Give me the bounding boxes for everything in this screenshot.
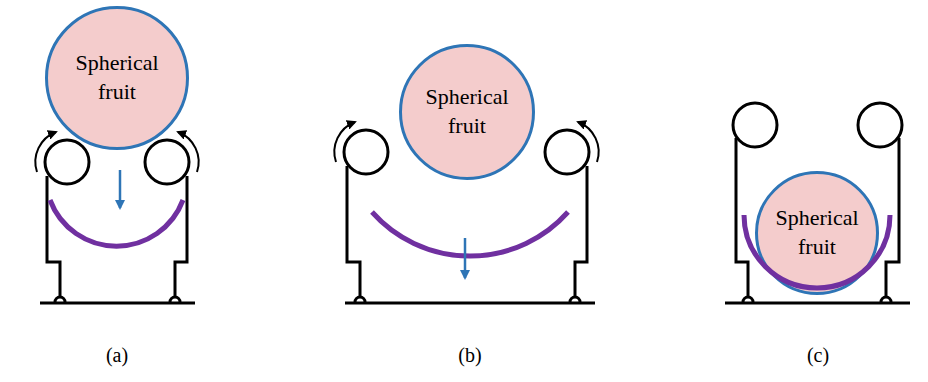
rotation-arrow (578, 122, 599, 162)
fruit-circle: Spherical fruit (399, 44, 535, 180)
pivot (170, 297, 180, 302)
finger-link (175, 176, 187, 297)
text-wrap: Spherical fruit (45, 6, 189, 150)
fruit-label: Spherical fruit (67, 49, 167, 106)
soft-palm (372, 212, 568, 256)
rotation-arrow (178, 132, 199, 172)
fruit-outline (399, 44, 535, 180)
fruit-shape (401, 46, 534, 179)
text-wrap: Spherical fruit (399, 44, 535, 180)
pivot (743, 297, 753, 302)
pivot (355, 297, 365, 302)
motion-arrow (119, 170, 122, 208)
roller (344, 130, 388, 174)
roller (545, 130, 589, 174)
pivot (55, 297, 65, 302)
fruit-circle: Spherical fruit (755, 171, 879, 295)
fruit-shape (47, 8, 188, 149)
panel-label: (a) (106, 344, 128, 367)
fruit-label: Spherical fruit (417, 83, 517, 140)
fruit-outline (755, 171, 879, 295)
fruit-circle: Spherical fruit (45, 6, 189, 150)
pivot (881, 297, 891, 302)
pivot (570, 297, 580, 302)
finger-link (47, 176, 60, 297)
fruit-shape (757, 173, 878, 294)
rotation-arrow (35, 132, 56, 172)
base-line (345, 302, 595, 305)
panel-a (35, 132, 198, 303)
fruit-outline (45, 6, 189, 150)
rotation-arrow (334, 122, 355, 162)
fruit-label: Spherical fruit (767, 204, 867, 261)
finger-link (886, 138, 899, 297)
base-line (40, 302, 195, 305)
panel-label: (c) (807, 344, 829, 367)
roller (45, 140, 89, 184)
text-wrap: Spherical fruit (755, 171, 879, 295)
roller (733, 103, 777, 147)
soft-palm (50, 200, 183, 246)
roller (145, 140, 189, 184)
finger-link (347, 166, 360, 297)
roller (858, 103, 902, 147)
panel-label: (b) (458, 344, 481, 367)
finger-link (575, 166, 587, 297)
motion-arrow (464, 238, 467, 278)
finger-link (736, 138, 748, 297)
panel-c (725, 103, 910, 303)
